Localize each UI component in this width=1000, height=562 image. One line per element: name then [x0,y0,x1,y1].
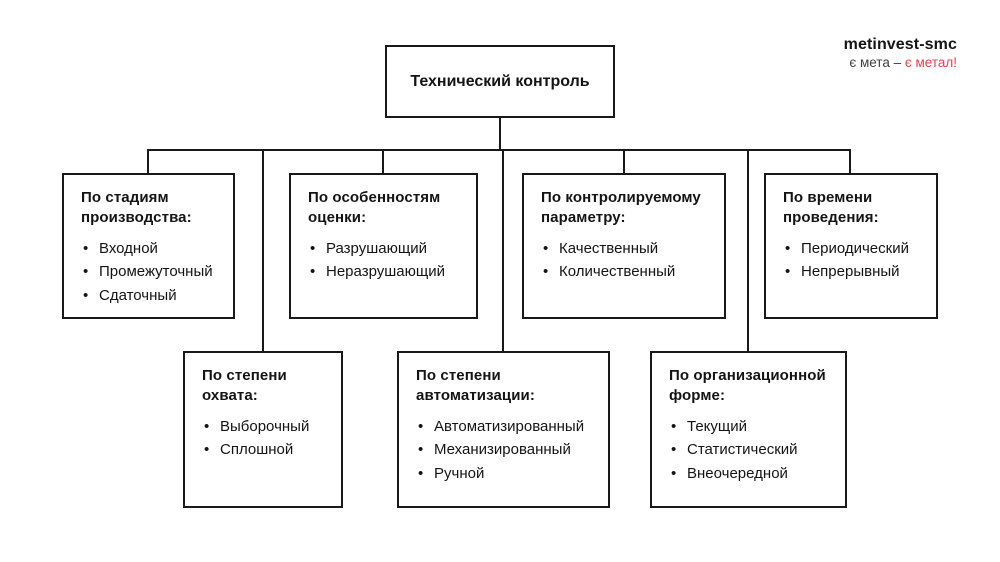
category-box-evaluation-features: По особенностям оценки: РазрушающийНераз… [289,173,478,319]
list-item: Ручной [416,464,591,484]
category-items: РазрушающийНеразрушающий [308,239,459,283]
brand-tagline-gray: є мета – [849,55,905,71]
root-node: Технический контроль [385,45,615,118]
brand-tagline-red: є метал! [904,55,957,71]
category-title: По степени охвата: [202,367,287,404]
category-box-organizational-form: По организационной форме: ТекущийСтатист… [650,351,847,508]
list-item: Сдаточный [81,286,216,306]
category-items: АвтоматизированныйМеханизированныйРучной [416,417,591,484]
category-title: По стадиям производства: [81,189,192,226]
list-item: Качественный [541,239,707,259]
root-node-title: Технический контроль [410,72,590,90]
list-item: Механизированный [416,440,591,460]
list-item: Входной [81,239,216,259]
list-item: Текущий [669,417,828,437]
category-title: По организационной форме: [669,367,826,404]
list-item: Непрерывный [783,262,919,282]
category-box-time-of-execution: По времени проведения: ПериодическийНепр… [764,173,938,319]
category-title: По особенностям оценки: [308,189,441,226]
list-item: Сплошной [202,440,324,460]
category-items: ПериодическийНепрерывный [783,239,919,283]
category-items: ВыборочныйСплошной [202,417,324,461]
category-title: По степени автоматизации: [416,367,535,404]
brand-name: metinvest-smc [843,36,957,53]
category-items: КачественныйКоличественный [541,239,707,283]
list-item: Периодический [783,239,919,259]
category-title: По контролируемому параметру: [541,189,701,226]
list-item: Внеочередной [669,464,828,484]
category-box-automation-degree: По степени автоматизации: Автоматизирова… [397,351,610,508]
category-title: По времени проведения: [783,189,879,226]
category-box-coverage-degree: По степени охвата: ВыборочныйСплошной [183,351,343,508]
list-item: Разрушающий [308,239,459,259]
list-item: Статистический [669,440,828,460]
category-items: ТекущийСтатистическийВнеочередной [669,417,828,484]
category-box-production-stages: По стадиям производства: ВходнойПромежут… [62,173,235,319]
list-item: Выборочный [202,417,324,437]
category-box-controlled-parameter: По контролируемому параметру: Качественн… [522,173,726,319]
list-item: Промежуточный [81,262,216,282]
list-item: Автоматизированный [416,417,591,437]
list-item: Неразрушающий [308,262,459,282]
brand-tagline: є мета – є метал! [844,55,957,71]
brand-logo: metinvest-smc є мета – є метал! [844,36,957,71]
list-item: Количественный [541,262,707,282]
category-items: ВходнойПромежуточныйСдаточный [81,239,216,306]
